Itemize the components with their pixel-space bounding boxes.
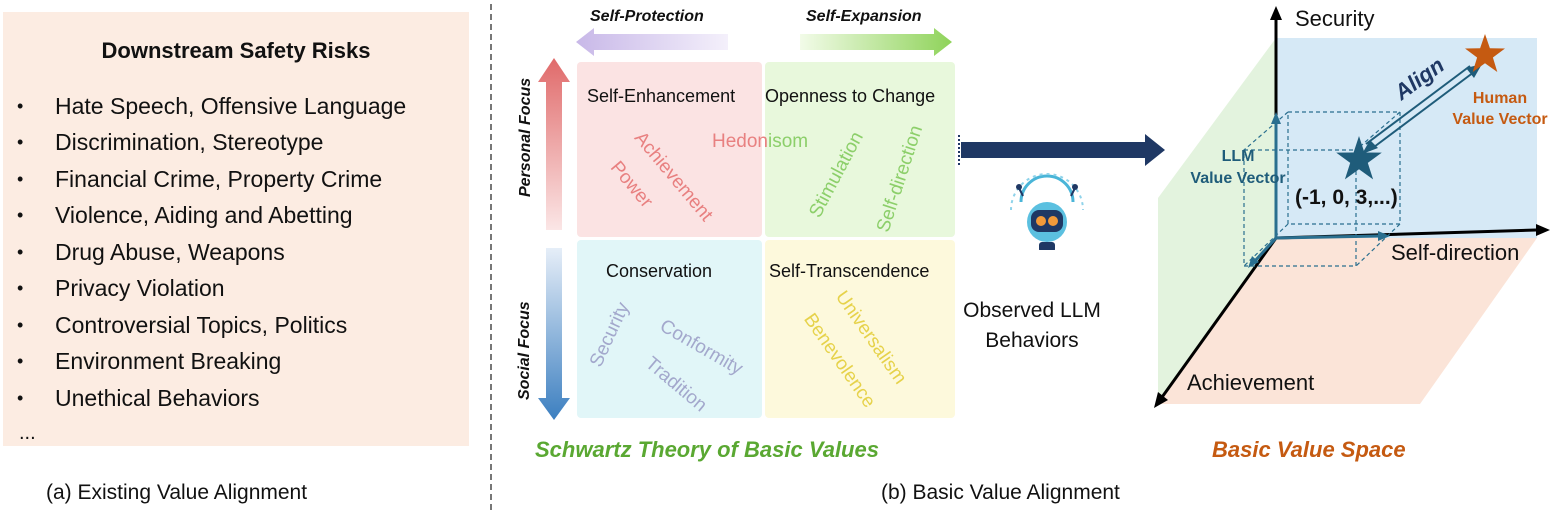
risk-item: • Financial Crime, Property Crime (17, 161, 467, 198)
caption-a: (a) Existing Value Alignment (46, 481, 308, 504)
robot-icon (1010, 173, 1084, 250)
bullet: • (17, 314, 24, 335)
llm-coords: (-1, 0, 3,...) (1295, 186, 1398, 209)
llm-line2: Value Vector (1190, 170, 1286, 187)
plane-back (1276, 38, 1537, 238)
observed-behaviors-label: Observed LLM Behaviors (962, 296, 1102, 356)
schwartz-title: Schwartz Theory of Basic Values (535, 437, 879, 462)
caption-b: (b) Basic Value Alignment (881, 481, 1120, 504)
value-space-diagram (1154, 6, 1550, 408)
risk-item: • Privacy Violation (17, 271, 467, 308)
space-title: Basic Value Space (1212, 437, 1406, 462)
align-arrow (1365, 65, 1475, 151)
axis-self-direction-label: Self-direction (1391, 240, 1520, 265)
risk-label: Unethical Behaviors (55, 384, 260, 411)
social-focus-arrow (538, 248, 570, 420)
risk-item: • Environment Breaking (17, 344, 467, 381)
human-vector-label: Human Value Vector (1445, 88, 1555, 130)
personal-focus-arrow (538, 58, 570, 230)
safety-risks-title: Downstream Safety Risks (101, 38, 371, 63)
risk-label: Drug Abuse, Weapons (55, 238, 285, 265)
security-axis-head (1270, 6, 1282, 20)
bullet: • (17, 278, 24, 299)
observed-line1: Observed LLM (963, 299, 1101, 322)
observed-line2: Behaviors (985, 329, 1079, 352)
risk-label: Hate Speech, Offensive Language (55, 92, 407, 119)
to-space-arrow (958, 134, 1165, 166)
plane-left (1158, 38, 1276, 402)
risk-label: Financial Crime, Property Crime (55, 165, 383, 192)
axis-achievement-label: Achievement (1187, 370, 1315, 395)
safety-risks-list: • Hate Speech, Offensive Language • Discri… (17, 88, 467, 417)
bullet: • (17, 387, 24, 408)
llm-value-star (1336, 136, 1382, 180)
self-enhancement-title: Self-Enhancement (587, 86, 736, 106)
llm-security-head (1271, 112, 1281, 124)
axis-security-label: Security (1295, 6, 1375, 31)
risk-item: • Discrimination, Stereotype (17, 125, 467, 162)
personal-focus-label: Personal Focus (517, 77, 534, 197)
llm-vector-label: LLM Value Vector (1188, 146, 1288, 190)
bullet: • (17, 95, 24, 116)
risk-item: • Hate Speech, Offensive Language (17, 88, 467, 125)
self-expansion-label: Self-Expansion (806, 8, 922, 25)
llm-direction-head (1378, 231, 1390, 241)
panel-divider (490, 4, 492, 510)
social-focus-label: Social Focus (516, 301, 533, 400)
self-transcendence-title: Self-Transcendence (769, 261, 930, 281)
risk-label: Environment Breaking (55, 348, 282, 375)
self-direction-axis-head (1536, 224, 1550, 236)
schwartz-arrows (538, 28, 952, 420)
risk-label: Discrimination, Stereotype (55, 129, 324, 156)
connector-and-robot (958, 134, 1165, 250)
risk-ellipsis: ... (19, 422, 36, 444)
llm-line1: LLM (1221, 148, 1255, 165)
human-line2: Value Vector (1452, 111, 1548, 128)
human-line1: Human (1472, 90, 1528, 107)
hedonism-right: isom (768, 131, 809, 152)
achievement-axis-head (1154, 392, 1168, 408)
risk-label: Violence, Aiding and Abetting (55, 202, 353, 229)
conservation-title: Conservation (606, 261, 713, 281)
hedonism-left: Hedon (712, 131, 768, 152)
risk-label: Privacy Violation (55, 275, 225, 302)
risk-item: • Drug Abuse, Weapons (17, 234, 467, 271)
bullet: • (17, 132, 24, 153)
quadrant-self-enhancement (577, 62, 762, 237)
self-expansion-arrow (800, 28, 952, 56)
bullet: • (17, 241, 24, 262)
bullet: • (17, 205, 24, 226)
bullet: • (17, 351, 24, 372)
risk-item: • Violence, Aiding and Abetting (17, 198, 467, 235)
risk-item: • Controversial Topics, Politics (17, 307, 467, 344)
llm-vector-components (1252, 122, 1381, 264)
self-protection-arrow (576, 28, 728, 56)
safety-risks-panel: Downstream Safety Risks • Hate Speech, Of… (3, 12, 469, 446)
risk-label: Controversial Topics, Politics (55, 311, 348, 338)
plane-bottom (1158, 238, 1537, 404)
quadrant-conservation (577, 240, 762, 418)
bullet: • (17, 168, 24, 189)
llm-achievement-head (1248, 256, 1259, 268)
quadrant-openness (765, 62, 955, 237)
value-hedonism: Hedonisom (712, 131, 808, 153)
quadrant-self-transcendence (765, 240, 955, 418)
human-value-star (1465, 34, 1505, 72)
self-protection-label: Self-Protection (590, 8, 704, 25)
openness-title: Openness to Change (765, 86, 936, 106)
risk-item: • Unethical Behaviors (17, 380, 467, 417)
